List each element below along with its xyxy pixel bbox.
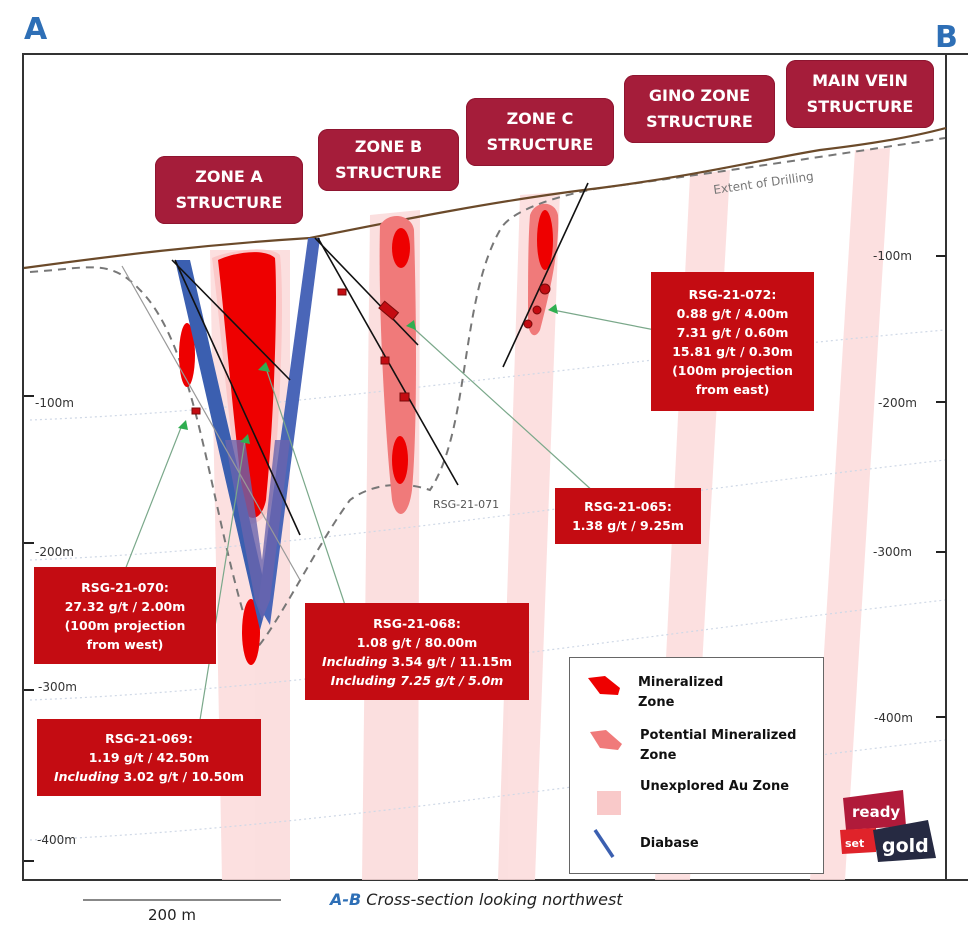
legend-diabase: Diabase [640,836,699,851]
potential-mineralized-zone-icon [590,730,622,750]
svg-text:ready: ready [852,803,900,821]
depth-left-200: -200m [35,545,74,559]
callout-rsg-21-072: RSG-21-072: 0.88 g/t / 4.00m 7.31 g/t / … [651,272,814,411]
legend-unexplored-au: Unexplored Au Zone [640,779,790,794]
scale-label: 200 m [148,906,197,924]
ready-set-gold-logo: ready set gold [838,790,938,862]
section-frame-right-edge [945,53,947,881]
section-caption: A-B Cross-section looking northwest [330,890,623,909]
depth-left-300: -300m [38,680,77,694]
callout-rsg-21-070: RSG-21-070: 27.32 g/t / 2.00m (100m proj… [34,567,216,664]
depth-right-100: -100m [873,249,912,263]
zone-a-structure-label: ZONE A STRUCTURE [155,156,303,224]
section-frame [22,53,968,881]
zone-b-structure-label: ZONE B STRUCTURE [318,129,459,191]
callout-rsg-21-069: RSG-21-069: 1.19 g/t / 42.50m Including … [37,719,261,796]
depth-right-200: -200m [878,396,917,410]
section-end-label: B [935,20,958,55]
callout-rsg-21-065: RSG-21-065: 1.38 g/t / 9.25m [555,488,701,544]
gino-zone-structure-label: GINO ZONE STRUCTURE [624,75,775,143]
zone-b-potential [379,215,416,514]
label-rsg-21-071: RSG-21-071 [433,498,500,511]
scale-bar [83,899,281,901]
main-vein-structure-label: MAIN VEIN STRUCTURE [786,60,934,128]
unexplored-au-zone-icon [597,791,621,815]
depth-left-400: -400m [37,833,76,847]
svg-text:gold: gold [882,835,929,857]
ground-surface-line [23,126,947,270]
depth-right-300: -300m [873,545,912,559]
drill-traces [171,182,589,536]
depth-left-100: -100m [35,396,74,410]
section-start-label: A [24,12,48,47]
callout-rsg-21-068: RSG-21-068: 1.08 g/t / 80.00m Including … [305,603,529,700]
diabase-icon [593,829,615,858]
depth-right-400: -400m [874,711,913,725]
mineralized-zone-icon [588,676,620,695]
zone-c-structure-label: ZONE C STRUCTURE [466,98,614,166]
svg-text:set: set [845,837,864,850]
